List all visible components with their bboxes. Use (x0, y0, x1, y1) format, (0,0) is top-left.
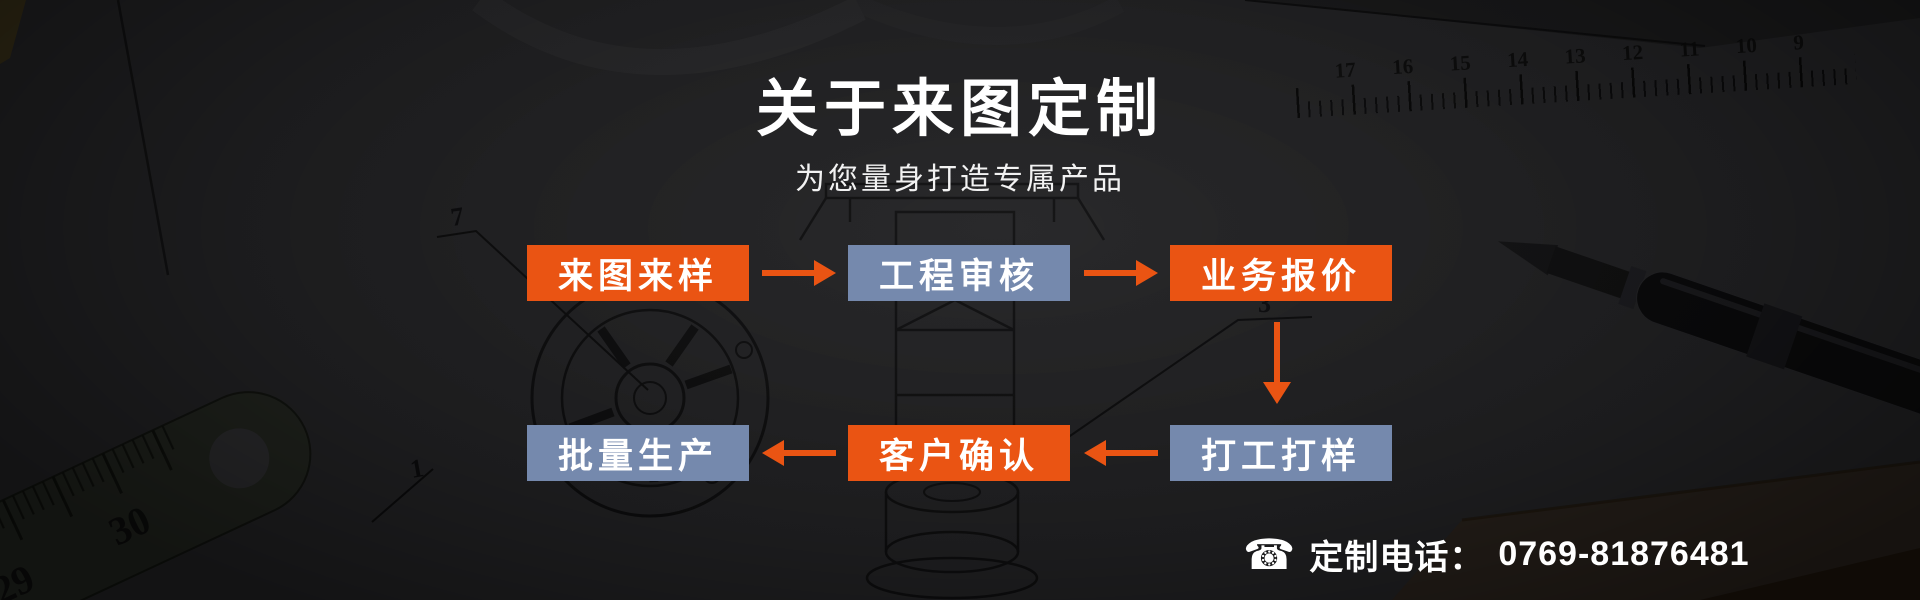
set-square (1244, 0, 1920, 48)
flow-step-piliang-shengchan: 批量生产 (527, 425, 749, 481)
arrow-down-icon (1263, 322, 1291, 404)
steel-ruler-number-30: 30 (102, 497, 157, 555)
flow-step-kehu-queren: 客户确认 (848, 425, 1070, 481)
steel-ruler-number-29: 29 (0, 555, 41, 600)
ruler-number: 10 (1735, 32, 1758, 59)
contact-phone: ☎ 定制电话： 0769-81876481 (1243, 530, 1750, 579)
phone-label: 定制电话： (1309, 539, 1485, 577)
callout-number-7: 7 (449, 201, 466, 232)
steel-ruler: 29 30 (0, 391, 312, 600)
telephone-icon: ☎ (1243, 530, 1296, 578)
phone-number: 0769-81876481 (1498, 535, 1750, 573)
arrow-left-icon (762, 440, 836, 466)
arrow-right-icon (762, 260, 836, 286)
flow-step-yewu-baojia: 业务报价 (1170, 245, 1392, 301)
ruler-number: 9 (1792, 30, 1805, 55)
paper-curl (472, 0, 866, 76)
flow-step-gongcheng-shenhe: 工程审核 (848, 245, 1070, 301)
flow-step-dagong-dayang: 打工打样 (1170, 425, 1392, 481)
paper-curl-2 (846, 0, 1125, 45)
pencil-edge-topleft (0, 0, 26, 64)
flow-step-laitu-laiyang: 来图来样 (527, 245, 749, 301)
arrow-left-icon (1084, 440, 1158, 466)
pen (1498, 241, 1920, 438)
page-subtitle: 为您量身打造专属产品 (795, 163, 1125, 196)
page-title: 关于来图定制 (755, 75, 1164, 144)
arrow-right-icon (1084, 260, 1158, 286)
callout-number-1: 1 (408, 453, 426, 484)
